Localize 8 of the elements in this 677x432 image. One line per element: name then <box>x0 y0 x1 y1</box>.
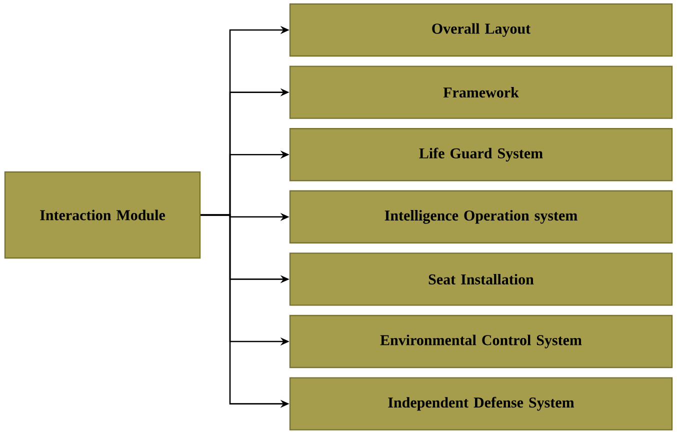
component-box: Intelligence Operation system <box>289 190 673 244</box>
component-box: Environmental Control System <box>289 314 673 368</box>
component-box: Life Guard System <box>289 128 673 182</box>
component-box: Seat Installation <box>289 252 673 306</box>
module-box: Interaction Module <box>4 171 201 259</box>
component-box: Framework <box>289 66 673 119</box>
component-box: Overall Layout <box>289 3 673 57</box>
component-box: Independent Defense System <box>289 377 673 430</box>
